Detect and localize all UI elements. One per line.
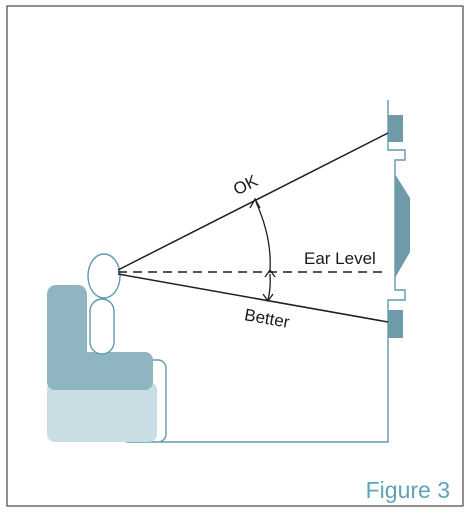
angle-arcs (249, 197, 276, 303)
better-angle-arc (267, 273, 271, 301)
chair-seat-base (47, 382, 157, 442)
ok-angle-arc (255, 201, 271, 271)
better-arc-arrowhead-icon (262, 293, 274, 303)
lower-speaker (388, 310, 403, 338)
upper-speaker (388, 115, 403, 142)
ok-label: OK (230, 171, 261, 199)
better-label: Better (243, 305, 291, 332)
ear-level-arrowhead-up-icon (264, 268, 276, 278)
ok-arc-arrowhead-icon (249, 197, 261, 209)
ear-level-label: Ear Level (304, 249, 376, 268)
speakers (388, 115, 410, 338)
listener (87, 253, 121, 355)
listener-chair (47, 285, 167, 443)
figure-frame (6, 5, 464, 507)
center-speaker (395, 174, 410, 278)
listener-head (87, 253, 121, 299)
chair-seat-cushion (47, 352, 153, 390)
figure-caption: Figure 3 (366, 477, 450, 503)
better-sight-line (117, 273, 389, 323)
listener-torso (89, 298, 115, 355)
room-wall-outline (160, 100, 406, 443)
